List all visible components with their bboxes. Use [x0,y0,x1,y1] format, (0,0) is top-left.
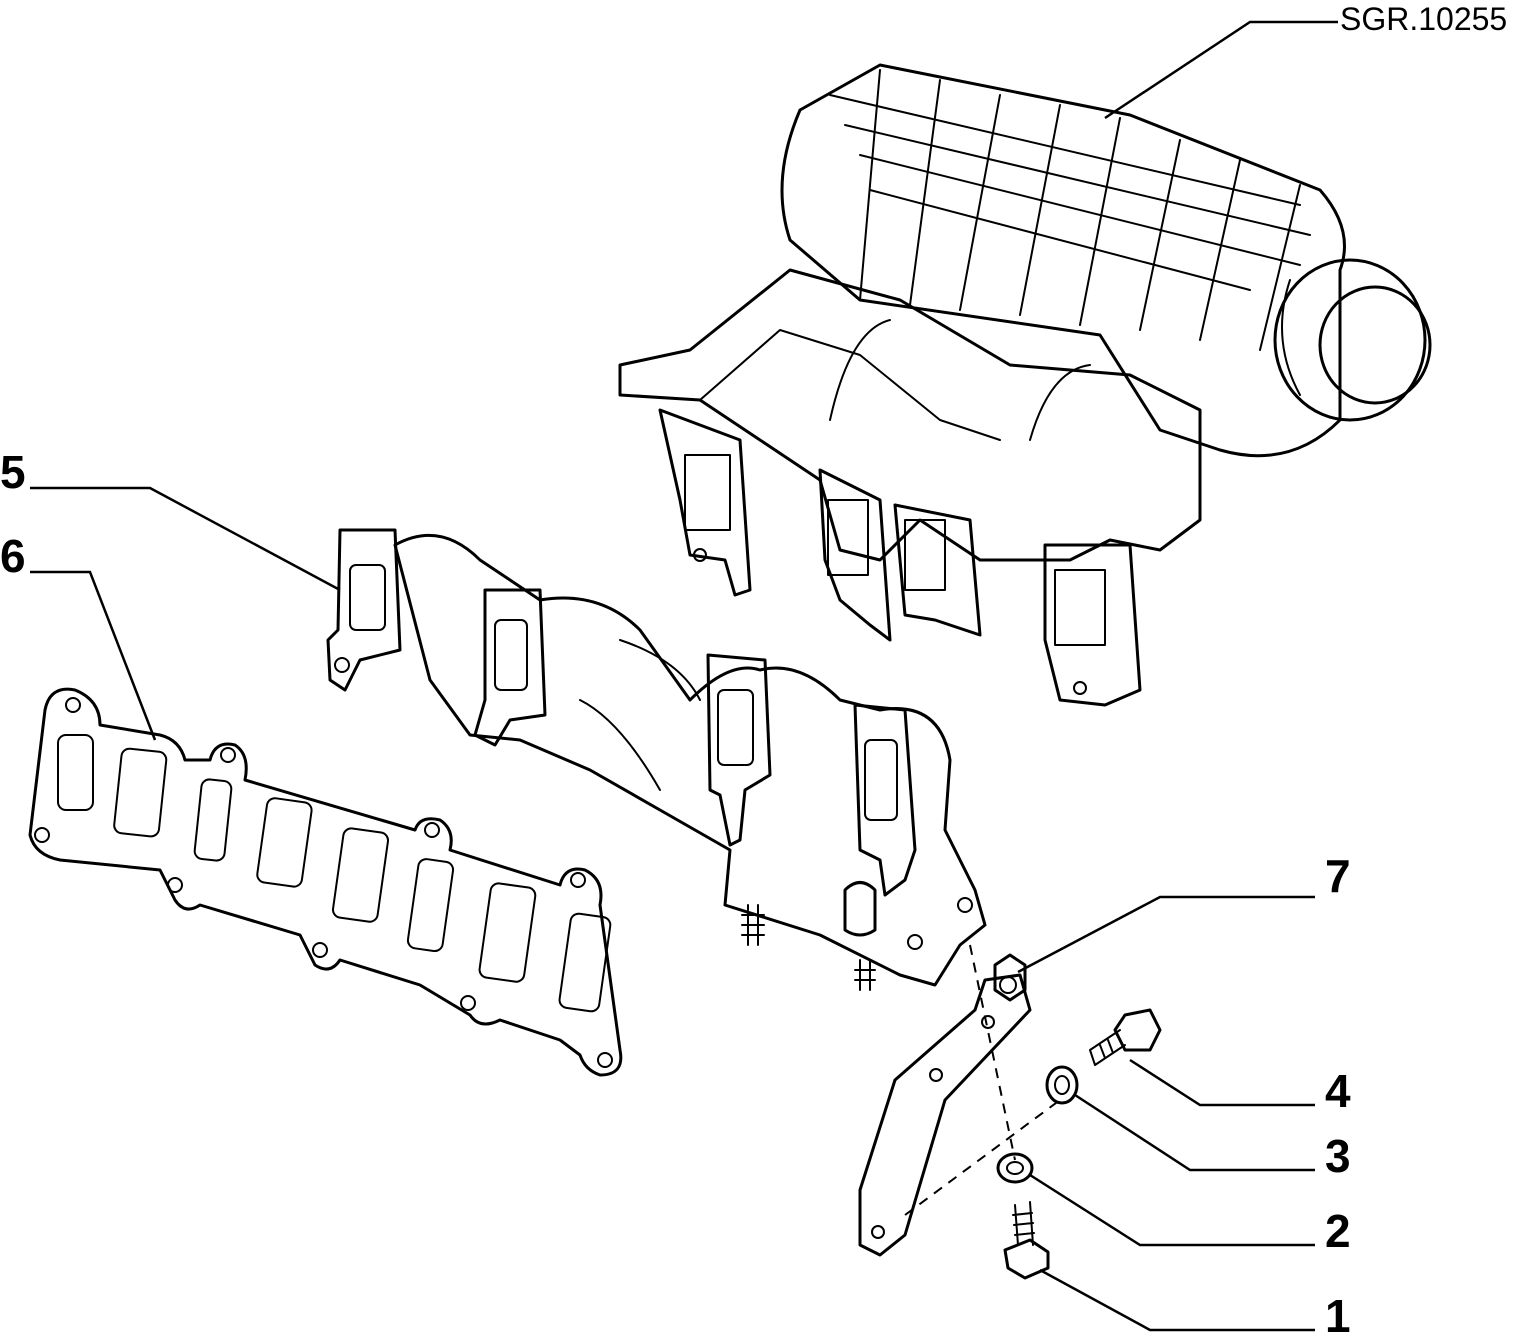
callout-7-leader [1017,895,1315,974]
assembly-axis-line [904,1099,1061,1216]
intake-manifold-icon [618,63,1432,707]
callout-2: 2 [1325,1205,1351,1257]
stud-icon [741,904,876,991]
callout-3-leader [1074,1093,1315,1172]
washer-icon [1045,1065,1079,1105]
callout-7: 7 [1325,850,1351,902]
drawing-reference: SGR.10255 [1340,1,1507,37]
bolt-icon [1089,1008,1162,1066]
callout-5: 5 [0,446,26,498]
callout-6: 6 [0,530,26,582]
support-bracket-icon [858,973,1032,1257]
callout-1-leader [1039,1268,1315,1332]
callout-4: 4 [1325,1065,1351,1117]
washer-icon [996,1152,1034,1184]
callout-6-leader [30,570,157,741]
callout-1: 1 [1325,1290,1351,1336]
nut-icon [993,953,1027,1002]
exhaust-manifold-icon [326,528,987,987]
manifold-gasket-icon [28,687,623,1077]
callout-4-leader [1129,1058,1315,1107]
callout-5-leader [30,486,341,592]
reference-leader-line [1104,20,1338,120]
callout-2-leader [1029,1173,1315,1247]
callout-3: 3 [1325,1130,1351,1182]
assembly-axis-line [969,944,1016,1161]
bolt-icon [1003,1201,1050,1280]
